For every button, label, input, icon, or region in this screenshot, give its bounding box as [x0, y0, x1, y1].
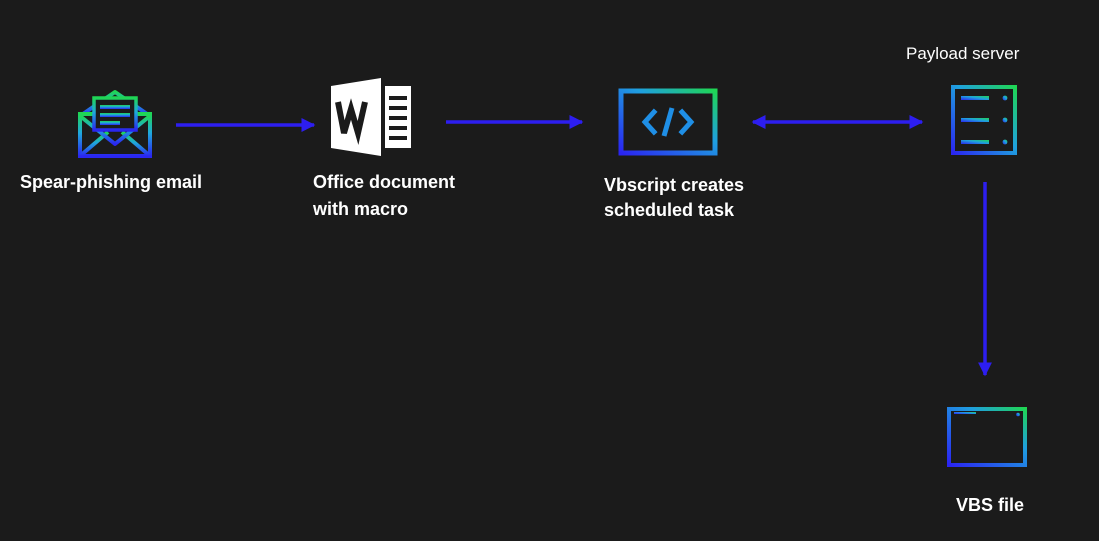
envelope-icon — [76, 86, 154, 160]
server-icon — [950, 84, 1018, 156]
file-window-icon — [946, 406, 1028, 468]
document-label-line1: Office document — [313, 172, 456, 192]
code-window-icon — [618, 88, 718, 156]
email-label: Spear-phishing email — [20, 172, 203, 192]
word-document-icon — [329, 76, 415, 158]
server-label: Payload server — [906, 44, 1020, 63]
vbs-label: VBS file — [956, 495, 1025, 515]
script-label-line2: scheduled task — [604, 200, 735, 220]
script-label-line1: Vbscript creates — [604, 175, 745, 195]
document-label-line2: with macro — [313, 199, 409, 219]
